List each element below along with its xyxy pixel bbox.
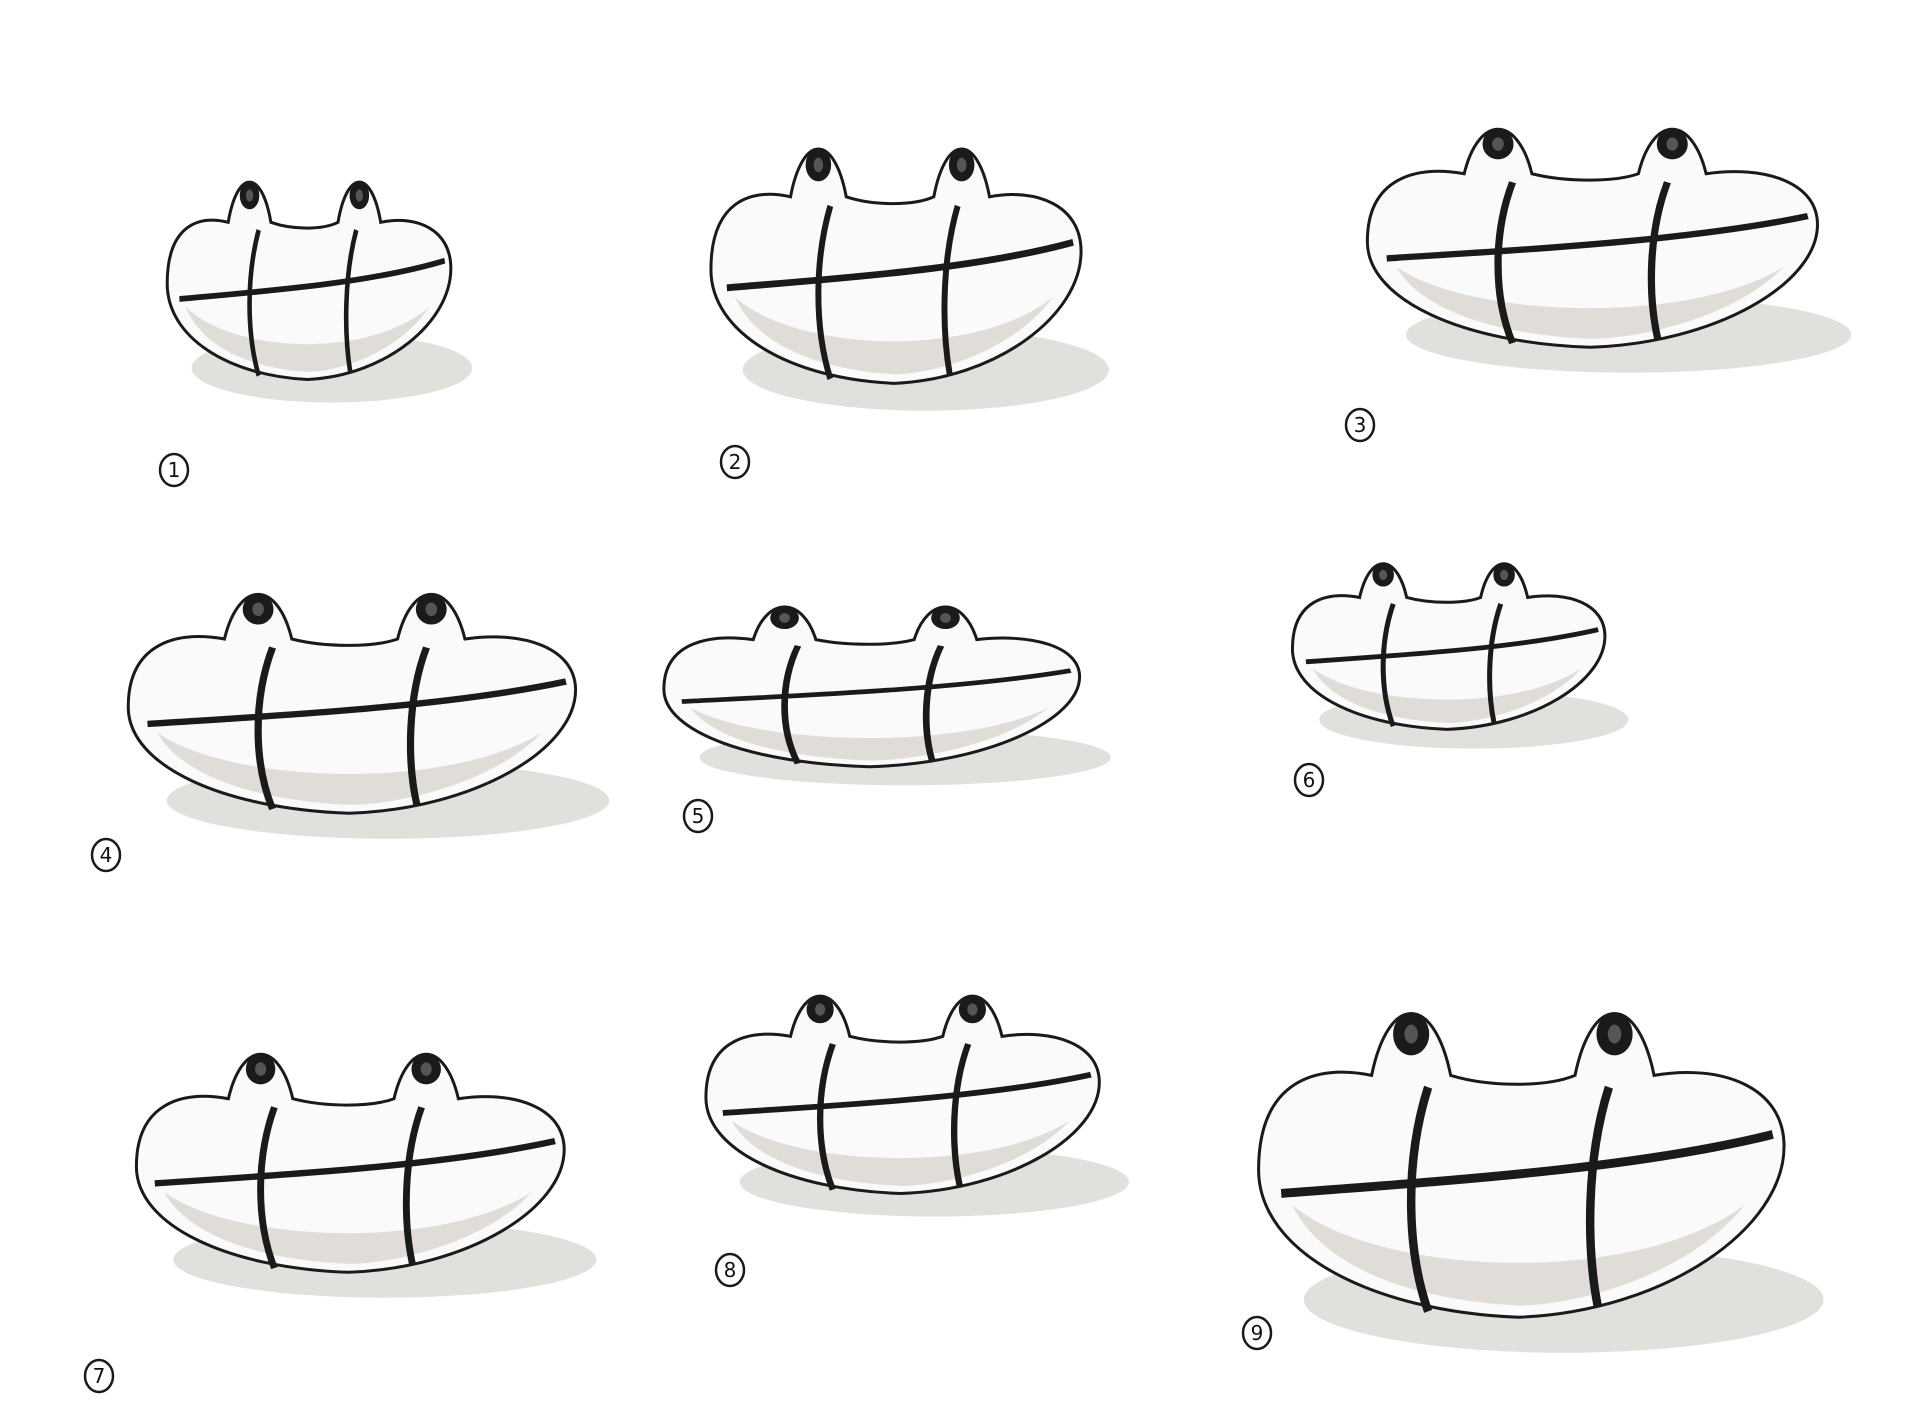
number-circle	[682, 798, 714, 834]
sketch-3	[1367, 128, 1852, 373]
body-shading	[734, 296, 1054, 375]
horizontal-contour	[681, 668, 1072, 704]
handle-hole-icon	[1393, 1012, 1430, 1056]
number-circle	[1344, 407, 1376, 443]
rocker-body	[167, 182, 451, 379]
body-shading	[690, 707, 1049, 761]
handle-hole-icon	[770, 606, 799, 630]
rocker-body	[1367, 129, 1817, 347]
number-text: 2	[729, 450, 742, 474]
rocker-body	[664, 607, 1080, 767]
contour-right	[1585, 1085, 1613, 1307]
number-circle	[83, 1358, 115, 1394]
handle-hole-icon	[1493, 563, 1515, 587]
handle-hole-icon	[1482, 128, 1514, 160]
handle-hole-icon	[805, 148, 832, 182]
rocker-body	[128, 594, 575, 813]
handle-hole-icon	[415, 593, 447, 625]
number-text: 8	[724, 1258, 737, 1282]
sketch-number-label: 7	[83, 1358, 115, 1394]
contour-right	[922, 645, 945, 761]
contour-left	[781, 645, 802, 765]
horizontal-contour	[179, 257, 446, 302]
contour-left	[254, 646, 276, 811]
number-text: 3	[1354, 413, 1367, 437]
rocker-body	[1259, 1013, 1784, 1317]
contour-left	[815, 204, 834, 380]
contour-right	[406, 646, 430, 806]
handle-hole-icon	[349, 181, 370, 210]
sketch-5	[664, 606, 1111, 786]
body-shading	[1396, 266, 1784, 339]
body-shading	[1312, 668, 1582, 723]
sketch-number-label: 8	[714, 1252, 746, 1288]
sketch-number-label: 1	[158, 452, 190, 488]
handle-hole-icon	[411, 1053, 441, 1085]
body-shading	[185, 306, 430, 372]
handle-hole-icon	[239, 181, 260, 210]
number-text: 9	[1251, 1321, 1264, 1345]
sketch-number-label: 2	[719, 444, 751, 480]
body-shading	[164, 1191, 532, 1264]
number-circle	[714, 1252, 746, 1288]
sketch-number-label: 5	[682, 798, 714, 834]
rocker-body	[136, 1054, 564, 1272]
contour-right	[951, 1043, 972, 1187]
number-circle	[90, 837, 122, 873]
sketch-number-label: 3	[1344, 407, 1376, 443]
number-text: 4	[100, 843, 113, 867]
sketch-2	[711, 149, 1109, 411]
contour-left	[1380, 603, 1396, 727]
body-shading	[1292, 1205, 1745, 1306]
handle-hole-icon	[806, 995, 834, 1024]
handle-hole-icon	[931, 606, 960, 630]
sketch-1	[167, 181, 473, 403]
handle-hole-icon	[1656, 128, 1688, 160]
horizontal-contour	[722, 1071, 1092, 1116]
handle-hole-icon	[958, 995, 986, 1024]
rocker-body	[706, 996, 1099, 1193]
body-shading	[731, 1120, 1070, 1186]
handle-hole-icon	[245, 1053, 276, 1085]
sketch-8	[706, 995, 1129, 1217]
contour-right	[941, 204, 961, 375]
horizontal-contour	[726, 238, 1074, 292]
number-circle	[1241, 1315, 1273, 1351]
contour-left	[1406, 1085, 1433, 1313]
contour-right	[402, 1106, 425, 1265]
contour-right	[343, 229, 359, 373]
handle-hole-icon	[242, 593, 274, 625]
contour-left	[817, 1043, 836, 1191]
sketch-number-label: 4	[90, 837, 122, 873]
handle-hole-icon	[948, 148, 975, 182]
sketch-number-label: 9	[1241, 1315, 1273, 1351]
number-text: 5	[692, 804, 705, 828]
contour-left	[257, 1106, 278, 1270]
number-text: 6	[1303, 768, 1316, 792]
horizontal-contour	[154, 1137, 556, 1187]
body-shading	[157, 732, 542, 805]
sketch-4	[128, 593, 610, 839]
horizontal-contour	[1305, 627, 1599, 665]
horizontal-contour	[1280, 1130, 1774, 1198]
horizontal-contour	[147, 678, 567, 728]
number-circle	[719, 444, 751, 480]
handle-hole-icon	[1372, 563, 1394, 587]
sketch-6	[1292, 563, 1629, 749]
sketch-7	[136, 1053, 597, 1298]
rocker-body	[1292, 564, 1604, 730]
sketch-9	[1259, 1012, 1824, 1353]
rocker-body	[711, 149, 1081, 383]
contour-left	[1494, 181, 1517, 345]
number-circle	[158, 452, 190, 488]
sketch-number-label: 6	[1293, 762, 1325, 798]
horizontal-contour	[1386, 212, 1809, 262]
contour-left	[247, 229, 261, 377]
contour-right	[1487, 603, 1504, 724]
number-text: 1	[168, 458, 181, 482]
number-circle	[1293, 762, 1325, 798]
number-text: 7	[93, 1364, 106, 1388]
contour-right	[1647, 181, 1671, 340]
handle-hole-icon	[1596, 1012, 1633, 1056]
